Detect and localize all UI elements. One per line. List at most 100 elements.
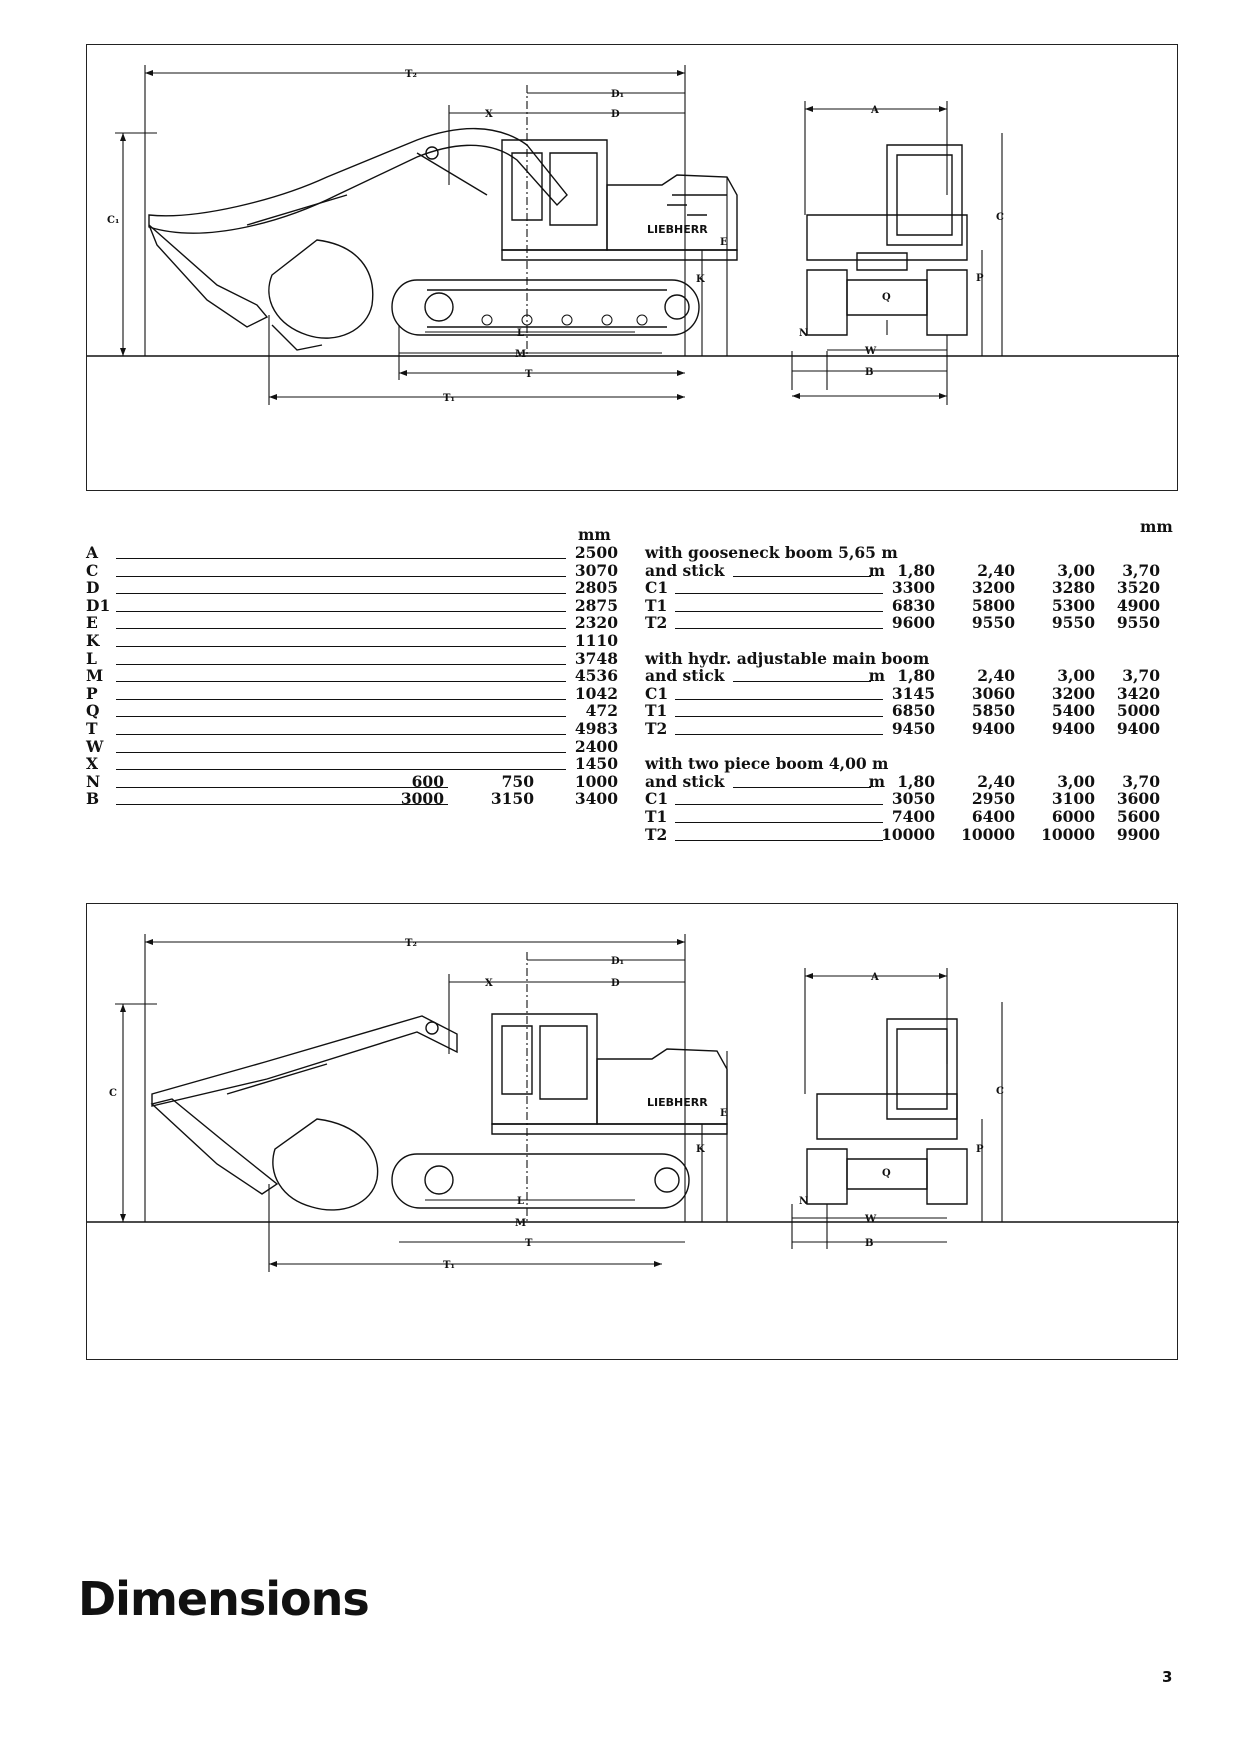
leader-line (116, 610, 566, 612)
dim-label-t1: T₁ (443, 393, 455, 404)
excavator-drawing-2: T₂ D₁ X D A C E K C P Q N L M T T₁ W B L… (87, 934, 1179, 1272)
section-heading-text: with two piece boom 4,00 m (645, 754, 889, 774)
dim-label-k: K (696, 1144, 705, 1155)
dimension-value: 9550 (971, 613, 1015, 633)
dim-label-l: L (517, 1196, 524, 1207)
dimension-value: 1042 (574, 683, 618, 703)
dimension-label: N (86, 771, 101, 791)
right-table-unit: mm (1140, 517, 1173, 536)
dim-label-w: W (864, 1214, 877, 1225)
dim-label-t: T (525, 369, 533, 380)
dimension-label: D1 (86, 595, 111, 615)
dimension-label: W (86, 736, 104, 756)
leader-line (675, 593, 883, 595)
dimension-value: 3150 (490, 789, 534, 809)
dimension-value: 750 (501, 771, 534, 791)
leader-line (116, 593, 566, 595)
dimension-value: 3600 (1116, 789, 1160, 809)
dimension-label: T2 (645, 824, 668, 844)
dim-label-t2: T₂ (405, 938, 417, 949)
leader-line (675, 610, 883, 612)
dim-label-c: C (996, 212, 1004, 223)
section-heading-text: with hydr. adjustable main boom (645, 648, 930, 668)
dimension-value: 2950 (971, 789, 1015, 809)
leader-line (116, 645, 566, 647)
leader-line (116, 769, 566, 771)
dimension-value: 472 (585, 701, 618, 721)
stick-length: 3,00 (1057, 560, 1095, 580)
dimension-value: 5000 (1116, 701, 1160, 721)
dimension-value: 9900 (1116, 824, 1160, 844)
leader-line (116, 698, 566, 700)
dimension-value: 9400 (1116, 718, 1160, 738)
dimension-value: 4536 (574, 666, 618, 686)
dimension-value: 3200 (971, 578, 1015, 598)
leader-line (675, 821, 883, 823)
dimension-value: 2500 (574, 543, 618, 562)
dimension-label: E (86, 613, 98, 633)
dim-label-d1: D₁ (611, 89, 624, 100)
two-piece-boom-figure: T₂ D₁ X D A C E K C P Q N L M T T₁ W B L… (86, 903, 1179, 1360)
dimension-value: 9550 (1116, 613, 1160, 633)
dimension-value: 9450 (891, 718, 935, 738)
leader-line (675, 698, 883, 700)
leader-line (675, 733, 883, 735)
dimension-value: 6830 (891, 595, 935, 615)
section-spacer (645, 738, 1173, 756)
stick-length: 3,70 (1122, 666, 1160, 686)
stick-length: 1,80 (897, 666, 935, 686)
section-heading: with hydr. adjustable main boom (645, 648, 1173, 668)
section-heading: with two piece boom 4,00 m (645, 755, 1173, 773)
dimension-label: C1 (645, 789, 669, 809)
section-spacer (645, 632, 1173, 650)
leader-line (116, 681, 566, 683)
dimension-row: A 2500 (86, 543, 618, 562)
dimension-label: T2 (645, 718, 668, 738)
stick-length: 3,00 (1057, 771, 1095, 791)
dimension-row: M 4536 (86, 666, 618, 686)
dimension-value: 5800 (971, 595, 1015, 615)
dim-label-l: L (517, 328, 524, 339)
dimension-value: 1000 (574, 771, 618, 791)
dimension-label: B (86, 789, 100, 809)
dimension-label: A (86, 543, 99, 562)
stick-length: 2,40 (977, 771, 1015, 791)
dim-label-e: E (720, 1108, 728, 1119)
dimension-label: L (86, 648, 97, 668)
dimension-value: 10000 (961, 824, 1015, 844)
leader-line (733, 681, 871, 683)
dimension-value: 3050 (891, 789, 935, 809)
dim-label-x: X (485, 109, 493, 120)
brand-logo: LIEBHERR (647, 223, 708, 236)
stick-length: 2,40 (977, 560, 1015, 580)
dimension-label: T (86, 718, 98, 738)
stick-length: 1,80 (897, 771, 935, 791)
dimension-value: 5850 (971, 701, 1015, 721)
dimension-value: 1450 (574, 754, 618, 774)
dimension-value: 600 (411, 771, 444, 791)
dim-label-e: E (720, 237, 728, 248)
section-heading-text: with gooseneck boom 5,65 m (645, 543, 898, 562)
stick-unit: m (868, 560, 885, 580)
dimension-label: T1 (645, 701, 668, 721)
dimension-value: 2400 (574, 736, 618, 756)
leader-line (116, 733, 566, 735)
dimension-value: 9550 (1051, 613, 1095, 633)
dimension-label: M (86, 666, 104, 686)
dimension-value: 6400 (971, 806, 1015, 826)
dim-label-k: K (696, 274, 705, 285)
dimension-value: 9600 (891, 613, 935, 633)
dimension-value: 3200 (1051, 683, 1095, 703)
dim-label-p: P (976, 1144, 984, 1155)
